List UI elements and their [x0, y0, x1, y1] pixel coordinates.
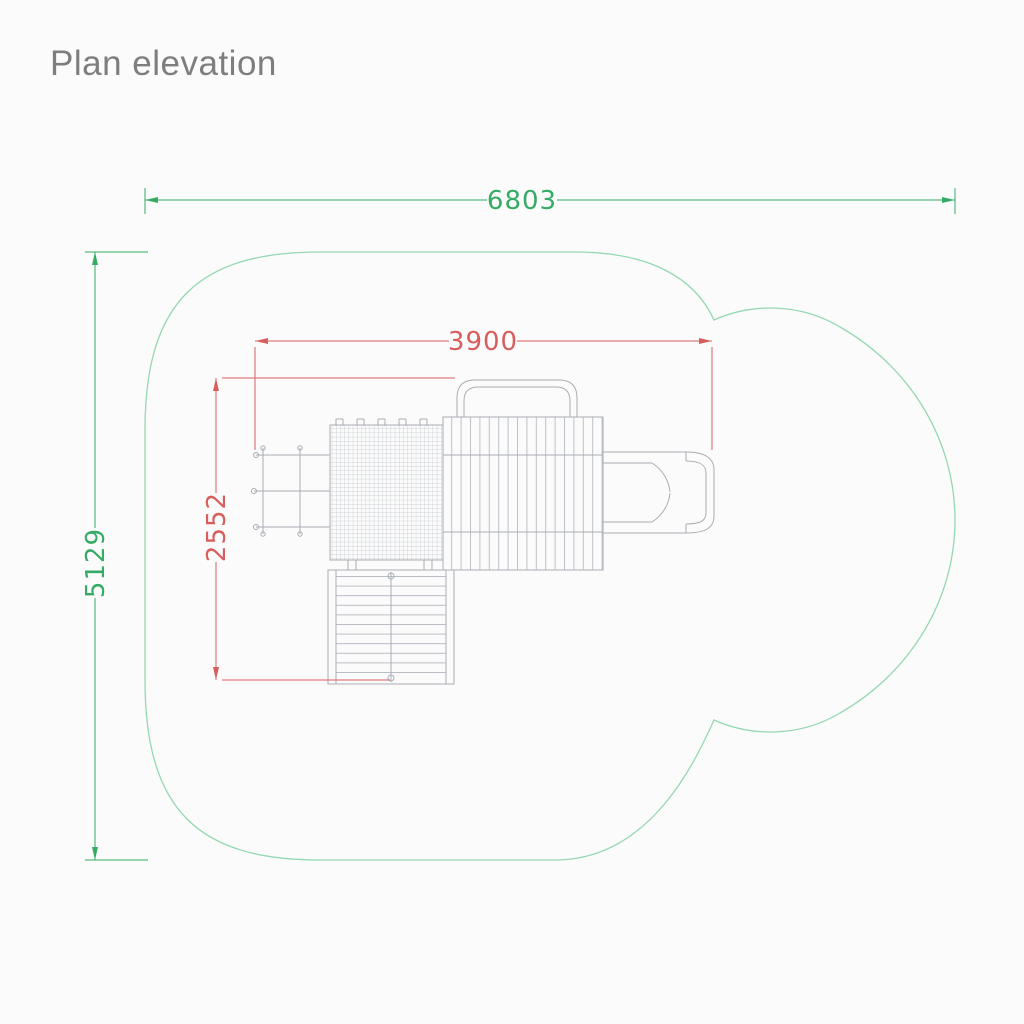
dim-overall-width-arrows: [145, 197, 955, 203]
equipment-plan: [251, 379, 715, 685]
platform-deck: [442, 416, 604, 571]
safety-zone-path: [144, 251, 956, 861]
page-title: Plan elevation: [50, 44, 277, 83]
rope-climber: [251, 445, 330, 537]
dim-overall-depth: [85, 251, 148, 861]
handrail-loop: [456, 379, 578, 417]
net-deck-connectors: [347, 560, 433, 570]
dim-overall-depth-value: 5129: [81, 528, 111, 598]
dim-overall-width-value: 6803: [487, 186, 557, 216]
dim-structure-width: [254, 340, 713, 450]
safety-zone-outline: [144, 251, 956, 861]
dim-overall-depth-arrows: [92, 252, 98, 860]
dim-overall-width: [144, 188, 956, 214]
net-clamps: [335, 418, 428, 426]
dim-structure-width-arrows: [255, 338, 712, 344]
dim-structure-depth-arrows: [213, 378, 219, 680]
slide: [603, 451, 715, 534]
dim-structure-depth: [215, 377, 455, 681]
access-ladder: [327, 569, 455, 685]
climbing-net: [329, 418, 444, 570]
dim-structure-width-value: 3900: [448, 327, 518, 357]
dim-structure-depth-value: 2552: [202, 492, 232, 562]
